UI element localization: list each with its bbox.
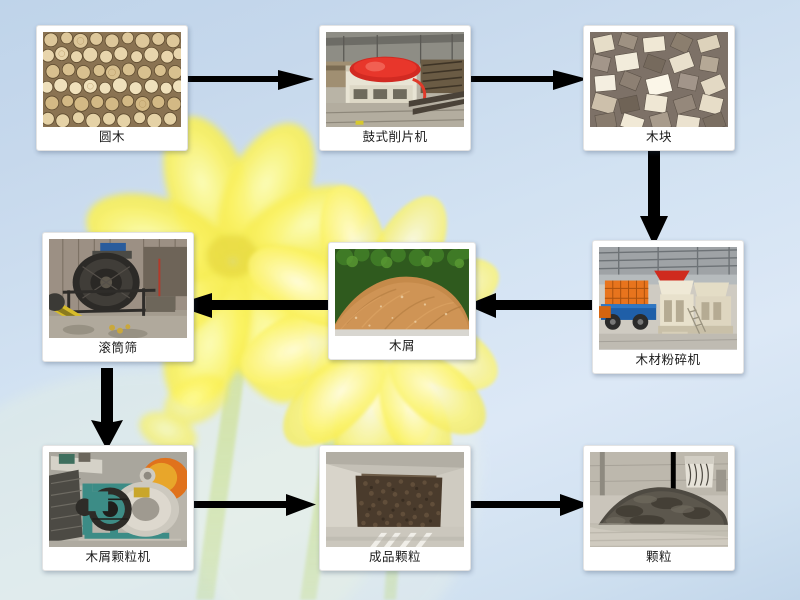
sawdust-thumbnail (335, 249, 469, 336)
wood-blocks-thumbnail (590, 32, 728, 127)
drum-screen-thumbnail (49, 239, 187, 338)
arrow-sawdust-to-screen (174, 288, 334, 324)
node-sawdust[interactable]: 木屑 (328, 242, 476, 360)
node-wood-crusher[interactable]: 木材粉碎机 (592, 240, 744, 374)
logs-thumbnail (43, 32, 181, 127)
node-pellets-label: 颗粒 (645, 549, 672, 564)
pellet-mill-thumbnail (49, 452, 187, 547)
arrow-finished-to-pellets (458, 490, 590, 520)
node-logs[interactable]: 圆木 (36, 25, 188, 151)
arrow-crusher-to-sawdust (466, 288, 598, 324)
node-pellet-mill[interactable]: 木屑颗粒机 (42, 445, 194, 571)
node-drum-chipper[interactable]: 鼓式削片机 (319, 25, 471, 151)
node-logs-label: 圆木 (98, 129, 125, 144)
pellets-thumbnail (590, 452, 728, 547)
arrow-mill-to-finished (178, 490, 316, 520)
node-wood-blocks[interactable]: 木块 (583, 25, 735, 151)
node-drum-chipper-label: 鼓式削片机 (362, 129, 428, 144)
node-sawdust-label: 木屑 (388, 338, 415, 353)
node-wood-blocks-label: 木块 (645, 129, 672, 144)
node-drum-screen-label: 滚筒筛 (98, 340, 138, 355)
arrow-screen-to-pellet-mill (87, 368, 127, 450)
node-finished-pellets[interactable]: 成品颗粒 (319, 445, 471, 571)
finished-pellets-thumbnail (326, 452, 464, 547)
arrow-blocks-to-crusher (634, 146, 674, 246)
node-pellet-mill-label: 木屑颗粒机 (85, 549, 151, 564)
node-finished-pellets-label: 成品颗粒 (368, 549, 421, 564)
wood-crusher-thumbnail (599, 247, 737, 350)
arrow-chipper-to-blocks (458, 60, 588, 96)
drum-chipper-thumbnail (326, 32, 464, 127)
node-wood-crusher-label: 木材粉碎机 (635, 352, 701, 367)
node-pellets[interactable]: 颗粒 (583, 445, 735, 571)
node-drum-screen[interactable]: 滚筒筛 (42, 232, 194, 362)
arrow-logs-to-chipper (174, 60, 314, 96)
